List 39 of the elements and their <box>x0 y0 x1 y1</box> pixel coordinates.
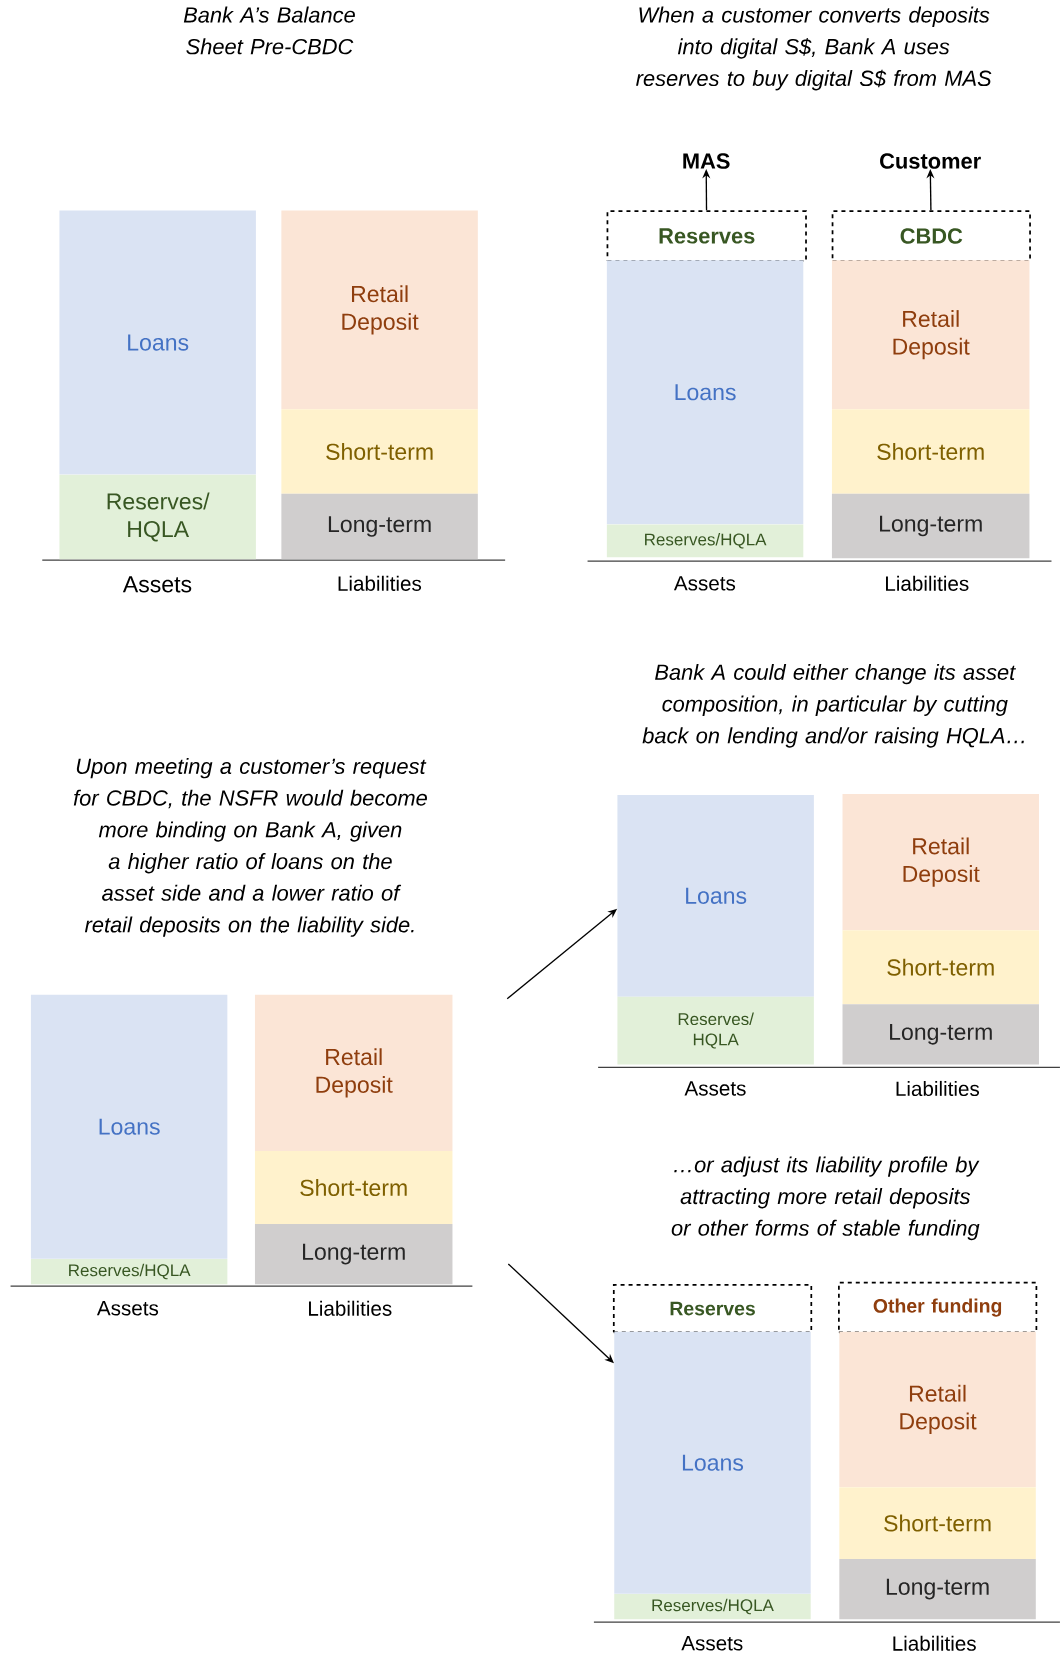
heading-text: MAS <box>683 153 730 169</box>
axis-label: Assets <box>681 1636 743 1651</box>
deposit-block: Retail Deposit <box>281 210 478 410</box>
deposit-block: Retail Deposit <box>254 994 453 1151</box>
axis-label: Assets <box>673 576 736 591</box>
long-term-block: Long-term <box>831 493 1030 559</box>
dashed-box: Reserves <box>606 210 807 262</box>
loans-block: Loans <box>614 1331 811 1594</box>
dashed-box: Reserves <box>612 1284 813 1334</box>
short-term-block: Short-term <box>839 1487 1036 1559</box>
loans-block: Loans <box>30 994 228 1259</box>
deposit-block: Retail Deposit <box>831 260 1030 410</box>
deposit-block: Retail Deposit <box>842 793 1039 931</box>
dashed-box: Other funding <box>838 1281 1038 1334</box>
short-term-block: Short-term <box>842 930 1039 1005</box>
panel-caption: Bank A’s Balance Sheet Pre-CBDC <box>183 6 355 55</box>
short-term-block: Short-term <box>254 1151 453 1224</box>
panel-caption: When a customer converts deposits into digital S$, Bank A uses reserves to buy digital S$ from MAS <box>636 6 992 91</box>
long-term-block: Long-term <box>281 493 478 560</box>
short-term-block: Short-term <box>281 409 478 494</box>
axis-label: Assets <box>96 1301 159 1316</box>
deposit-block: Retail Deposit <box>839 1331 1036 1488</box>
loans-block: Loans <box>59 210 256 475</box>
loans-block: Loans <box>606 260 804 525</box>
loans-block: Loans <box>617 794 814 997</box>
panel-caption: Upon meeting a customer’s request for CBDC, the NSFR would become more binding on Bank A, given a higher ratio of loans on the asset side and a lower ratio of retail deposits on the liability side. <box>73 758 427 937</box>
long-term-block: Long-term <box>842 1004 1039 1065</box>
reserves-block: Reserves/HQLA <box>30 1258 228 1285</box>
long-term-block: Long-term <box>839 1559 1036 1620</box>
long-term-block: Long-term <box>254 1224 453 1285</box>
panel-caption: Bank A could either change its asset composition, in particular by cutting back on lending and/or raising HQLA… <box>642 663 1024 748</box>
reserves-block: Reserves/ HQLA <box>617 996 814 1065</box>
short-term-block: Short-term <box>831 409 1030 494</box>
reserves-block: Reserves/HQLA <box>614 1593 811 1620</box>
dashed-box: CBDC <box>831 210 1031 262</box>
reserves-block: Reserves/HQLA <box>606 524 804 558</box>
reserves-block: Reserves/ HQLA <box>59 474 256 560</box>
panel-caption: …or adjust its liability profile by attracting more retail deposits or other forms of stable funding <box>671 1156 980 1241</box>
heading-text: Customer <box>880 153 981 169</box>
